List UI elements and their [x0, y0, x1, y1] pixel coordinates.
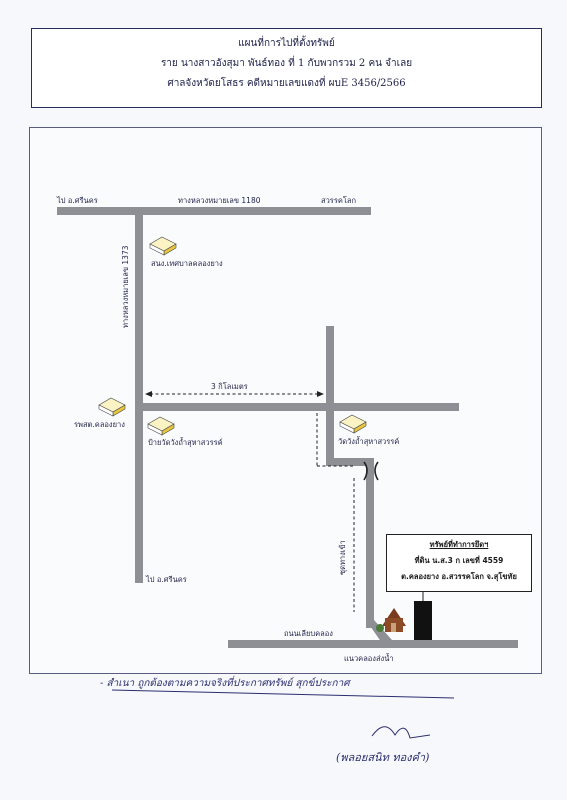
- label-distance: 3 กิโลเมตร: [211, 382, 248, 391]
- road-curve: [366, 620, 392, 646]
- map-header: แผนที่การไปที่ตั้งทรัพย์ ราย นางสาวอังสุ…: [31, 28, 542, 108]
- road-link: [326, 458, 374, 466]
- bridge-icon: [363, 461, 379, 481]
- handwritten-certification: - สำเนา ถูกต้องตามความจริงที่ประกาศทรัพย…: [100, 678, 350, 689]
- property-marker: [414, 601, 432, 640]
- label-lane: ซุดทางเข้า: [338, 540, 347, 575]
- arrow-right-icon: [317, 391, 324, 397]
- defendant-line: ราย นางสาวอังสุมา พันธ์ทอง ที่ 1 กับพวกร…: [160, 58, 413, 69]
- house-icon: [376, 608, 406, 632]
- label-police-station: สนง.เทศบาลคลองยาง: [151, 259, 223, 268]
- property-location: ต.คลองยาง อ.สวรรคโลก จ.สุโขทัย: [401, 572, 517, 581]
- label-hospital: รพสต.คลองยาง: [74, 420, 125, 429]
- road-cross-middle: [135, 403, 459, 411]
- dashed-routes: [150, 393, 355, 612]
- roads: [57, 207, 518, 648]
- road-highway-1373: [135, 207, 143, 583]
- building-icon-hospital: [98, 397, 126, 417]
- arrow-left-icon: [145, 391, 152, 397]
- road-north-branch: [326, 326, 334, 466]
- label-temple-sign: ป้ายวัดวังถ้ำสุหาสวรรค์: [148, 438, 223, 447]
- building-icon-temple-sign: [147, 416, 175, 436]
- property-deed: ที่ดิน น.ส.3 ก เลขที่ 4559: [414, 556, 504, 565]
- property-info-box: ทรัพย์ที่ทำการยึดฯ ที่ดิน น.ส.3 ก เลขที่…: [386, 534, 532, 592]
- road-canal: [228, 640, 518, 648]
- handwritten-strokes: [111, 689, 455, 739]
- property-heading: ทรัพย์ที่ทำการยึดฯ: [429, 540, 489, 549]
- road-highway-1180: [57, 207, 371, 215]
- handwritten-signer-name: (พลอยสนิท ทองคำ): [336, 751, 430, 764]
- label-canal: แนวคลองส่งน้ำ: [344, 654, 394, 663]
- label-to-srinakhon-top: ไป อ.ศรีนคร: [57, 196, 98, 205]
- label-canal-road: ถนนเลียบคลอง: [284, 629, 333, 638]
- label-highway-1180: ทางหลวงหมายเลข 1180: [178, 196, 261, 205]
- case-line: ศาลจังหวัดยโสธร คดีหมายเลขแดงที่ ผบE 345…: [167, 78, 406, 89]
- road-south-branch: [366, 458, 374, 628]
- map-title: แผนที่การไปที่ตั้งทรัพย์: [238, 38, 335, 49]
- label-to-srinakhon-bottom: ไป อ.ศรีนคร: [146, 575, 187, 584]
- label-temple: วัดวังถ้ำสุหาสวรรค์: [338, 437, 400, 446]
- building-icon-police: [149, 236, 177, 256]
- building-icon-temple: [339, 414, 367, 434]
- label-highway-1373: ทางหลวงหมายเลข 1373: [121, 245, 130, 328]
- label-sawankhalok: สวรรคโลก: [321, 196, 357, 205]
